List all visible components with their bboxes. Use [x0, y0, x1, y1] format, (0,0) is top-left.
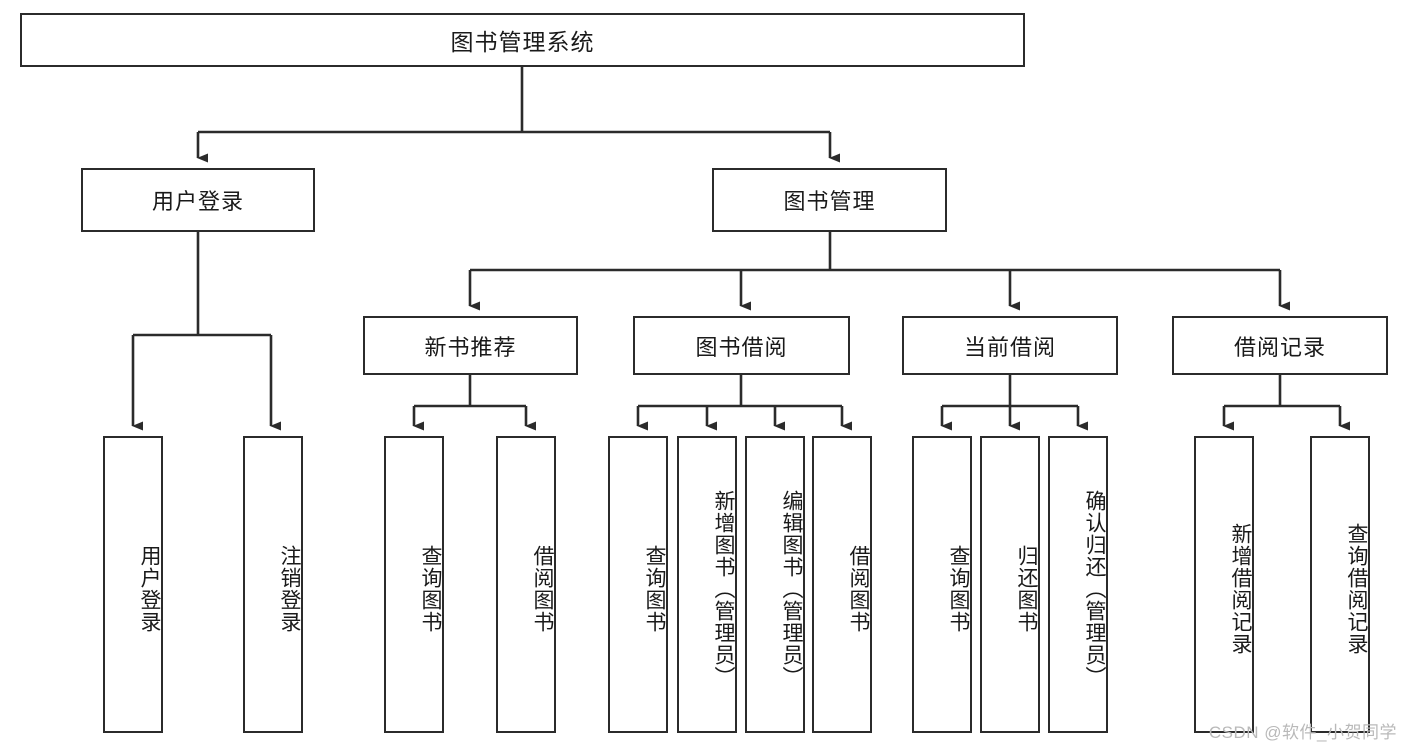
node-label: 当前借阅 [963, 334, 1056, 360]
node-current-borrow[interactable]: 当前借阅 [902, 316, 1118, 375]
node-label: 新增借阅记录 [1229, 522, 1252, 655]
node-label: 新增图书（管理员） [712, 489, 735, 688]
node-book-manage[interactable]: 图书管理 [712, 168, 947, 232]
node-user-login[interactable]: 用户登录 [81, 168, 315, 232]
leaf-query-book-current[interactable]: 查询图书 [912, 436, 972, 733]
node-label: 图书管理 [783, 189, 876, 214]
leaf-borrow-book-recommend[interactable]: 借阅图书 [496, 436, 556, 733]
node-label: 用户登录 [138, 544, 161, 633]
node-new-book-recommend[interactable]: 新书推荐 [363, 316, 578, 375]
node-label: 确认归还（管理员） [1083, 489, 1106, 688]
node-label: 查询图书 [419, 544, 442, 633]
leaf-query-book-borrow[interactable]: 查询图书 [608, 436, 668, 733]
node-label: 新书推荐 [424, 334, 517, 360]
csdn-watermark: CSDN @软件_小贺同学 [1208, 723, 1397, 742]
node-label: 归还图书 [1015, 544, 1038, 633]
leaf-logout-login[interactable]: 注销登录 [243, 436, 303, 733]
node-book-borrow[interactable]: 图书借阅 [633, 316, 850, 375]
node-label: 查询借阅记录 [1345, 522, 1368, 655]
node-root-book-management-system[interactable]: 图书管理系统 [20, 13, 1025, 67]
node-label: 用户登录 [151, 189, 244, 214]
node-label: 查询图书 [947, 544, 970, 633]
node-label: 注销登录 [278, 544, 301, 633]
leaf-edit-book[interactable]: 编辑图书（管理员） [745, 436, 805, 733]
node-label: 借阅图书 [847, 544, 870, 633]
leaf-add-book[interactable]: 新增图书（管理员） [677, 436, 737, 733]
leaf-return-book[interactable]: 归还图书 [980, 436, 1040, 733]
node-label: 借阅图书 [531, 544, 554, 633]
node-label: 查询图书 [643, 544, 666, 633]
leaf-confirm-return[interactable]: 确认归还（管理员） [1048, 436, 1108, 733]
node-label: 图书借阅 [695, 334, 788, 360]
leaf-borrow-book[interactable]: 借阅图书 [812, 436, 872, 733]
node-label: 借阅记录 [1233, 334, 1326, 360]
leaf-query-book-recommend[interactable]: 查询图书 [384, 436, 444, 733]
leaf-add-borrow-record[interactable]: 新增借阅记录 [1194, 436, 1254, 733]
leaf-query-borrow-record[interactable]: 查询借阅记录 [1310, 436, 1370, 733]
leaf-user-login[interactable]: 用户登录 [103, 436, 163, 733]
node-label: 编辑图书（管理员） [780, 489, 803, 688]
node-label: 图书管理系统 [450, 29, 595, 55]
node-borrow-record[interactable]: 借阅记录 [1172, 316, 1388, 375]
